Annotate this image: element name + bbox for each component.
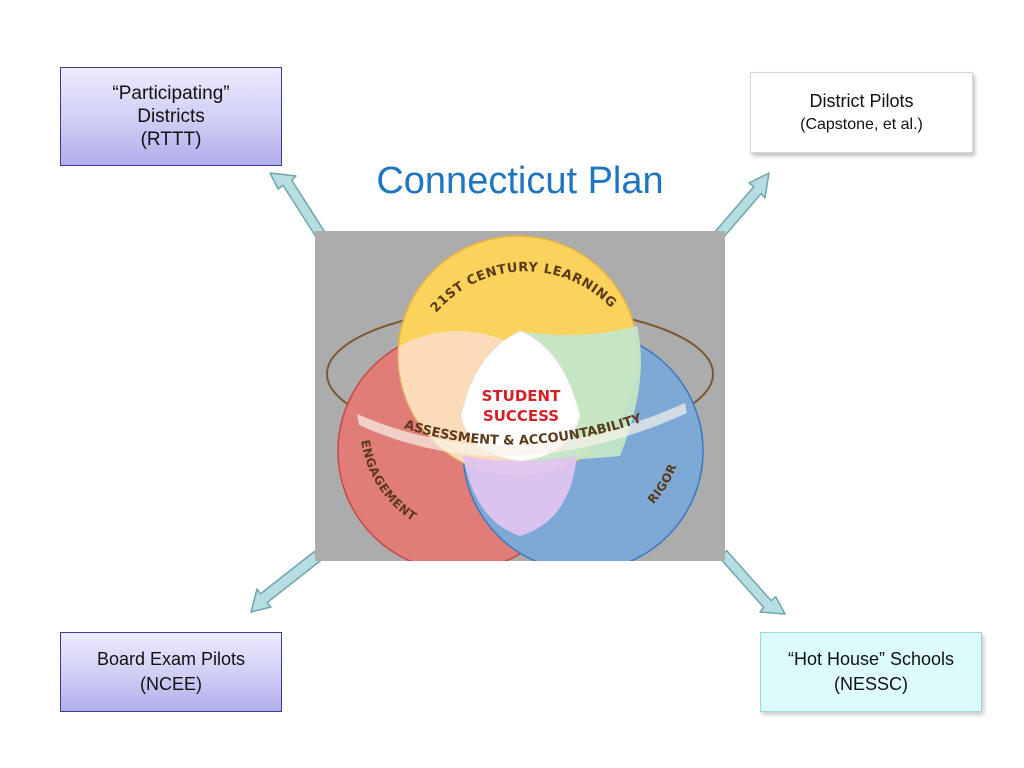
arrow-top-right-icon (713, 172, 770, 241)
venn-diagram: 21ST CENTURY LEARNING ENGAGEMENT RIGOR A… (326, 235, 714, 572)
center-line-2: SUCCESS (483, 407, 559, 425)
arrow-top-left-icon (269, 172, 328, 241)
page-title: Connecticut Plan (376, 160, 664, 202)
box-line: District Pilots (809, 90, 914, 111)
arrow-bottom-left-icon (250, 550, 322, 613)
venn-diagram-panel: 21ST CENTURY LEARNING ENGAGEMENT RIGOR A… (315, 231, 725, 572)
overlap-engagement-rigor (463, 456, 577, 536)
box-line: Districts (137, 106, 205, 127)
center-line-1: STUDENT (482, 387, 561, 405)
hot-house-schools-box: “Hot House” Schools (NESSC) (760, 632, 982, 712)
box-line: (RTTT) (140, 129, 202, 150)
box-line: “Participating” (112, 83, 230, 104)
participating-districts-box: “Participating” Districts (RTTT) (60, 67, 282, 166)
ring-band (357, 403, 687, 457)
box-line: (NESSC) (833, 674, 908, 694)
box-line: “Hot House” Schools (787, 649, 955, 669)
box-line: Board Exam Pilots (96, 649, 246, 669)
board-exam-pilots-box: Board Exam Pilots (NCEE) (60, 632, 282, 712)
student-success-center (460, 330, 581, 462)
district-pilots-box: District Pilots (Capstone, et al.) (750, 72, 973, 153)
box-line: (Capstone, et al.) (800, 115, 923, 133)
box-line: (NCEE) (140, 674, 202, 694)
arrow-bottom-right-icon (718, 549, 786, 615)
